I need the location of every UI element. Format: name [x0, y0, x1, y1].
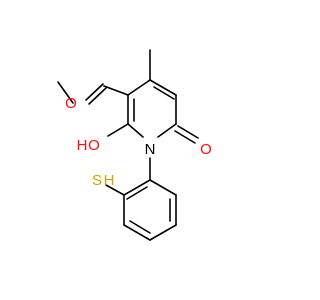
- atom-s-thiol: S: [92, 172, 102, 189]
- atom-h-thiol: H: [104, 172, 115, 189]
- bond-c2-n: [157, 123, 177, 138]
- bond-ph-c6-c1: [149, 179, 177, 196]
- atom-o-hydroxy: O: [88, 137, 100, 154]
- atom-h-hydroxy: H: [77, 137, 88, 154]
- bond-c2-o-1: [177, 125, 199, 139]
- atom-o-carbonyl: O: [200, 141, 212, 158]
- bond-c4-c3-inner: [153, 86, 175, 100]
- bond-c2-o-2: [174, 130, 196, 144]
- bond-ph-c3-c4: [123, 224, 151, 241]
- bond-acetyl-carbonyl-c-o-2: [88, 87, 107, 105]
- bond-ph-c4-c5: [149, 224, 177, 241]
- bond-ph-c3-c4-inner: [129, 220, 151, 234]
- bond-acetyl-methyl: [57, 81, 74, 104]
- bond-acetyl-to-ring: [103, 85, 129, 96]
- bond-lines: [57, 49, 199, 241]
- bond-c4-c3: [149, 79, 177, 96]
- bond-ph-c1-c2: [123, 179, 151, 196]
- atom-o-acetyl: O: [65, 95, 77, 112]
- molecule-structure: O H O O N S H: [57, 49, 212, 241]
- bond-ph-c1-c2-inner: [126, 186, 148, 200]
- bond-n-c6: [127, 123, 144, 138]
- bond-acetyl-carbonyl-c-o-1: [85, 83, 104, 101]
- atom-n-ring: N: [145, 141, 156, 158]
- bond-ph-sh: [105, 184, 125, 196]
- bond-c6-oh: [107, 123, 129, 137]
- bond-c5-c4: [127, 79, 151, 96]
